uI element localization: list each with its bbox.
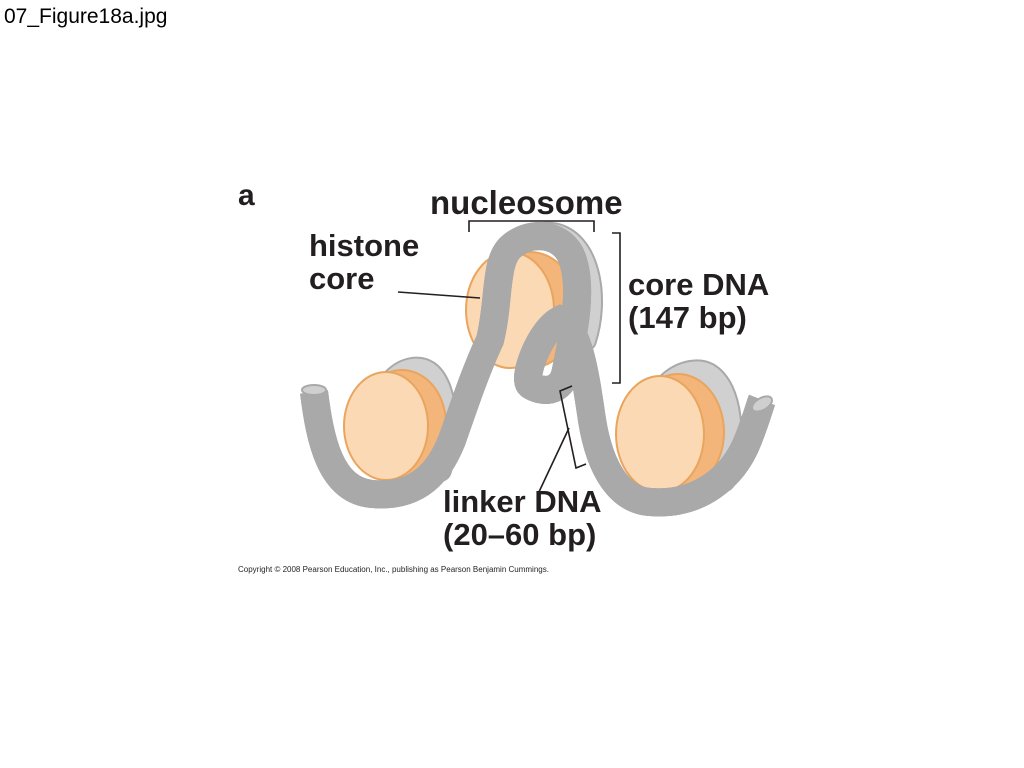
histone-core-label: histone core — [309, 229, 419, 296]
linker-dna-leader — [537, 427, 570, 495]
histone-core-left — [343, 369, 447, 481]
histone-core-label-line1: histone — [309, 228, 420, 263]
nucleosome-bracket — [468, 220, 595, 232]
core-dna-label-line1: core DNA — [628, 267, 770, 302]
annotation-lines — [397, 220, 621, 495]
core-dna-label-line2: (147 bp) — [628, 300, 747, 336]
core-dna-bracket — [612, 232, 621, 384]
dna-end-left — [301, 384, 327, 396]
linker-dna-label-line1: linker DNA — [443, 484, 602, 519]
linker-dna-label-line2: (20–60 bp) — [443, 517, 597, 553]
panel-letter: a — [238, 179, 255, 212]
nucleosome-label: nucleosome — [430, 184, 623, 221]
dna-end-right — [751, 395, 773, 413]
linker-dna-label: linker DNA (20–60 bp) — [443, 485, 601, 552]
core-dna-label: core DNA (147 bp) — [628, 268, 769, 335]
histone-core-label-line2: core — [309, 261, 375, 297]
copyright-notice: Copyright © 2008 Pearson Education, Inc.… — [238, 565, 549, 574]
histone-core-right — [615, 373, 725, 493]
slide-title: 07_Figure18a.jpg — [4, 5, 168, 28]
dna-front-strand — [314, 236, 762, 502]
histone-core-leader — [397, 291, 481, 299]
